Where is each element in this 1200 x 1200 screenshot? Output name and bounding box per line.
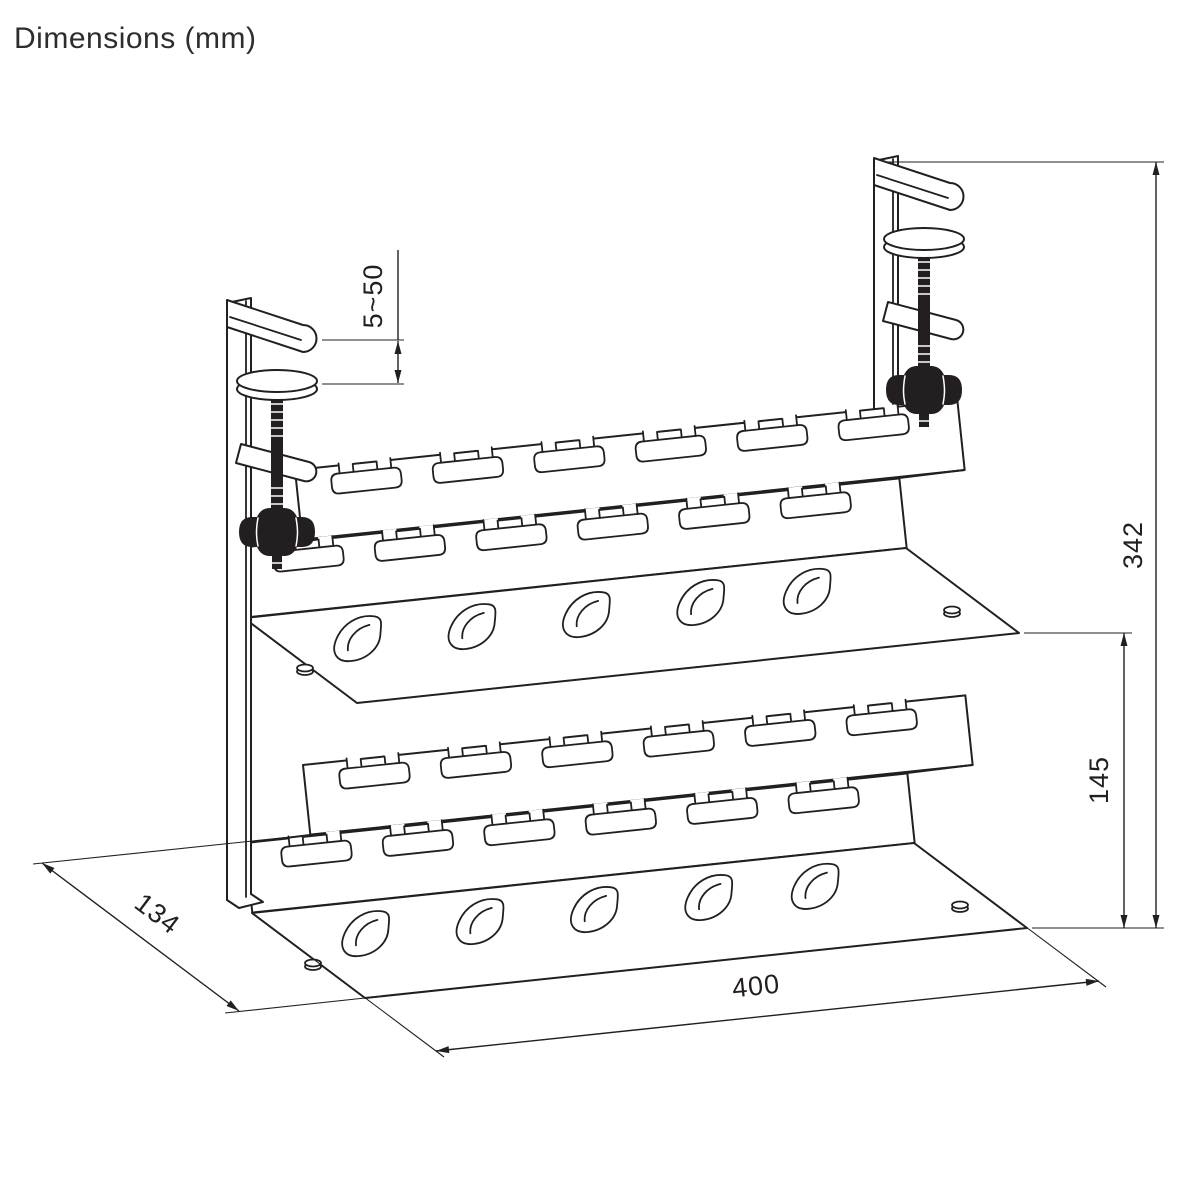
page-title: Dimensions (mm) — [14, 22, 257, 55]
lower-tray — [245, 693, 1027, 998]
clamp-range-label: 5~50 — [358, 264, 388, 329]
upper-tray — [237, 398, 1019, 703]
right-clamp-bar — [873, 155, 899, 412]
overall-height-label: 342 — [1118, 521, 1148, 569]
dimension-tier-height: 145 — [1024, 632, 1132, 928]
depth-label: 134 — [129, 887, 185, 940]
dimension-length: 400 — [251, 842, 1107, 1058]
dimension-clamp-range: 5~50 — [322, 250, 404, 385]
length-label: 400 — [731, 969, 782, 1004]
tier-height-label: 145 — [1084, 756, 1114, 804]
dimension-overall-height: 342 — [885, 161, 1164, 929]
